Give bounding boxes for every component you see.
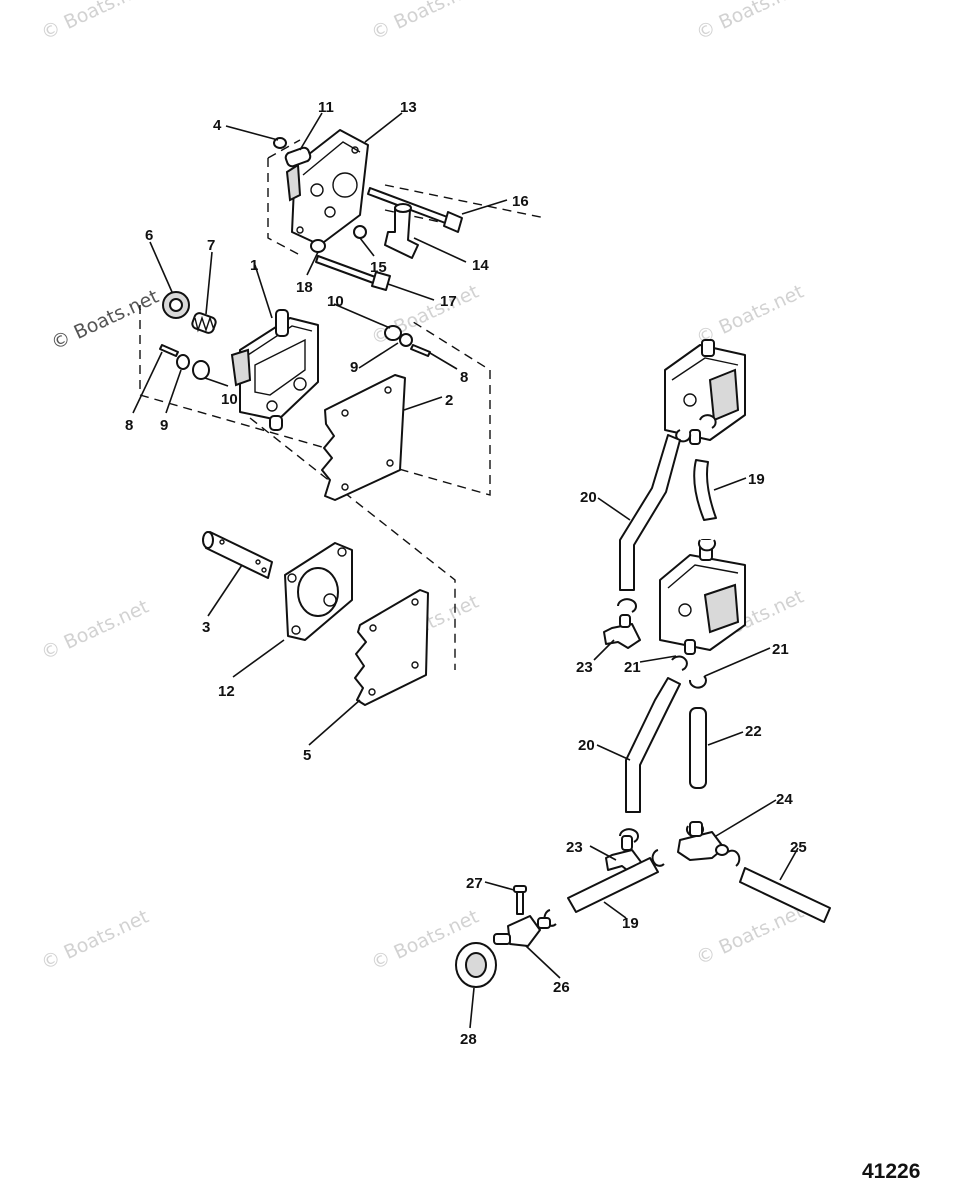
callout-25: 25 (790, 839, 807, 856)
callout-20: 20 (580, 489, 597, 506)
watermark: © Boats.net (693, 0, 807, 45)
part-27-screw (513, 885, 527, 915)
callout-23: 23 (566, 839, 583, 856)
callout-21: 21 (624, 659, 641, 676)
callout-16: 16 (512, 193, 529, 210)
part-5-gasket (354, 589, 429, 706)
watermark: © Boats.net (48, 286, 162, 355)
part-9-washer (176, 354, 190, 370)
part-11-spring (284, 146, 312, 168)
part-9-washer (399, 333, 413, 347)
part-3-shaft (202, 531, 273, 579)
part-28-grommet (455, 942, 497, 988)
callout-20: 20 (578, 737, 595, 754)
part-17-screw (315, 255, 391, 291)
part-19-hose-upper (693, 459, 717, 521)
callout-4: 4 (213, 117, 222, 134)
callout-14: 14 (472, 257, 489, 274)
callout-2: 2 (445, 392, 453, 409)
callout-1: 1 (250, 257, 258, 274)
callout-23: 23 (576, 659, 593, 676)
part-2-diaphragm (321, 374, 406, 501)
part-19-hose-lower (567, 857, 659, 913)
callout-8: 8 (460, 369, 468, 386)
callout-7: 7 (207, 237, 215, 254)
callout-22: 22 (745, 723, 762, 740)
callout-6: 6 (145, 227, 153, 244)
watermark: © Boats.net (368, 281, 482, 350)
part-15-nut (353, 225, 367, 239)
figure-number: 41226 (862, 1160, 920, 1183)
callout-24: 24 (776, 791, 793, 808)
part-16-screw (367, 187, 463, 233)
watermark: © Boats.net (38, 906, 152, 975)
callout-3: 3 (202, 619, 210, 636)
callout-21: 21 (772, 641, 789, 658)
upper-fuel-pump-assembly (664, 339, 746, 445)
part-1-pump-body (230, 309, 319, 431)
callout-15: 15 (370, 259, 387, 276)
part-12-base-plate (284, 542, 353, 641)
callout-labels: 1 2 3 4 5 6 7 8 8 9 9 10 10 11 12 13 14 … (125, 99, 807, 1048)
part-10-valve (192, 360, 210, 380)
part-10-valve (384, 325, 402, 341)
callout-13: 13 (400, 99, 417, 116)
part-6-valve-disc (162, 291, 190, 319)
watermark: © Boats.net (693, 901, 807, 970)
part-25-hose (739, 867, 831, 923)
watermark: © Boats.net (368, 0, 482, 45)
callout-26: 26 (553, 979, 570, 996)
part-22-hose (689, 707, 707, 789)
callout-11: 11 (318, 99, 334, 116)
assembly-guide-lines (139, 139, 546, 670)
part-23-fitting-upper (603, 614, 641, 649)
callout-8: 8 (125, 417, 133, 434)
callout-17: 17 (440, 293, 457, 310)
watermark: © Boats.net (38, 0, 152, 45)
part-20-hose-upper (619, 434, 681, 591)
callout-28: 28 (460, 1031, 477, 1048)
callout-9: 9 (160, 417, 168, 434)
part-18-washer (310, 239, 326, 253)
callout-19: 19 (622, 915, 639, 932)
callout-5: 5 (303, 747, 311, 764)
callout-12: 12 (218, 683, 235, 700)
callout-9: 9 (350, 359, 358, 376)
callout-10: 10 (327, 293, 344, 310)
part-26-valve (493, 915, 551, 947)
part-24-tee-fitting (677, 821, 729, 861)
part-8-pin (159, 344, 179, 357)
callout-18: 18 (296, 279, 313, 296)
callout-10: 10 (221, 391, 238, 408)
watermark: © Boats.net (38, 596, 152, 665)
part-13-cover-plate (285, 129, 369, 246)
part-7-spring (191, 312, 217, 334)
part-8-pin (410, 344, 431, 357)
leader-lines (132, 112, 799, 1029)
part-14-elbow-fitting (384, 203, 419, 259)
callout-27: 27 (466, 875, 483, 892)
callout-19: 19 (748, 471, 765, 488)
part-20-hose-lower (625, 677, 681, 813)
